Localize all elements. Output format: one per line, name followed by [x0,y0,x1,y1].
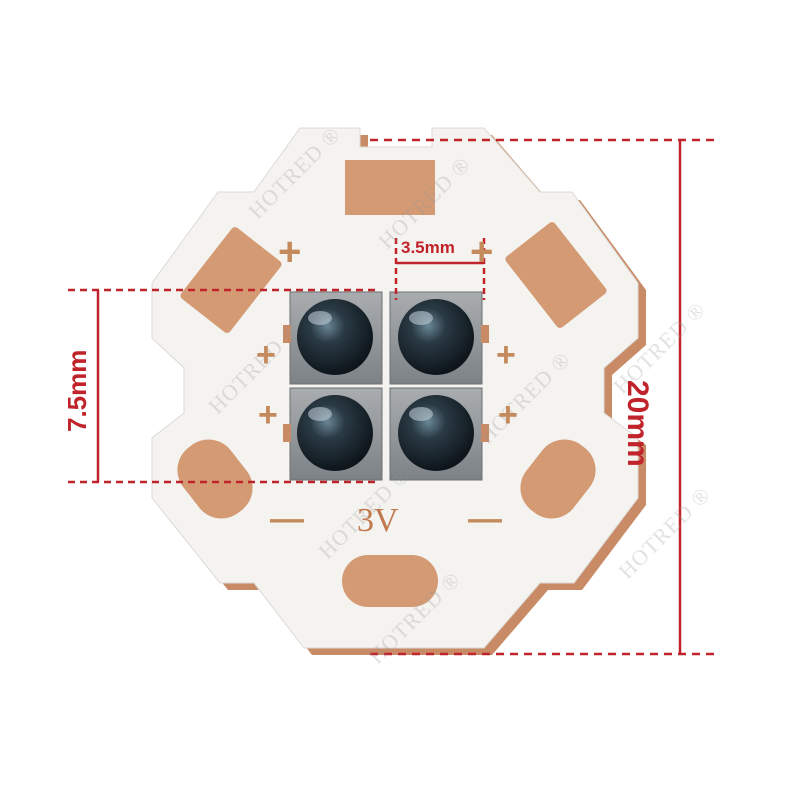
led-contact [283,424,291,442]
dimension-label-3-5mm: 3.5mm [401,238,455,257]
plus-mark: + [256,336,276,374]
voltage-label: 3V [357,502,399,539]
led-contact [283,325,291,343]
minus-mark: — [468,500,502,538]
plus-mark: + [258,396,278,434]
pad-lower-right [520,439,596,519]
dimension-3-5mm [394,238,486,300]
plus-mark: + [278,230,302,274]
plus-mark: + [498,396,518,434]
dimension-label-20mm: 20mm [621,380,654,467]
pad-upper-right [505,222,607,328]
led-top-left [289,291,383,385]
led-contact [481,325,489,343]
dimension-7-5mm [68,288,378,484]
led-bottom-right [389,387,483,481]
led-contact [481,424,489,442]
led-bottom-left [289,387,383,481]
dimension-label-7-5mm: 7.5mm [62,349,92,432]
led-top-right [389,291,483,385]
dimension-20mm [370,138,720,656]
pad-top [345,160,435,215]
plus-mark: + [496,336,516,374]
plus-mark: + [470,230,494,274]
pad-lower-left [177,439,253,519]
pad-upper-left [180,227,282,333]
pad-bottom [342,555,438,607]
minus-mark: — [270,500,304,538]
